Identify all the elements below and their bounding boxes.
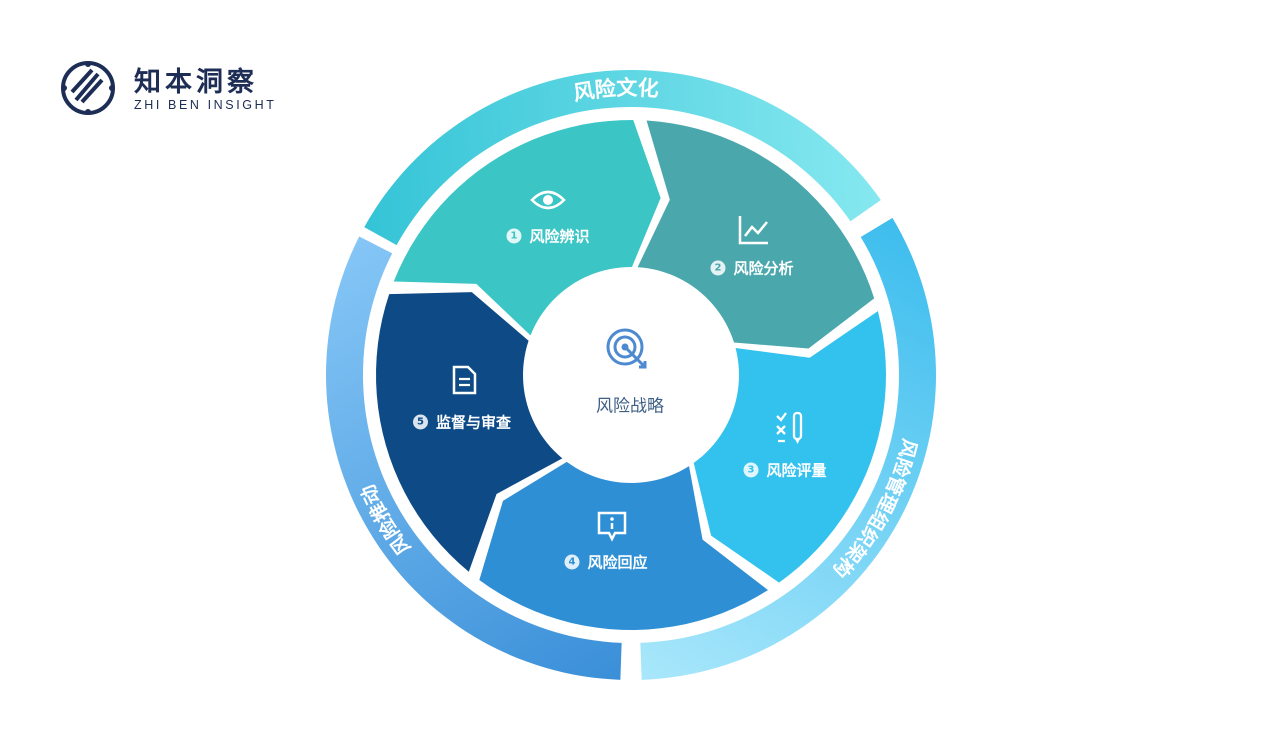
step-label: 风险分析 — [733, 259, 794, 278]
outer-ring-segment — [364, 69, 881, 246]
step-segment-2[interactable] — [637, 120, 875, 349]
step-number: 3 — [743, 462, 759, 478]
step-number: 1 — [506, 228, 522, 244]
step-3[interactable]: 3 风险评量 — [743, 460, 827, 481]
target-arrow-icon — [606, 328, 647, 369]
checklist-icon — [776, 411, 803, 444]
document-icon — [452, 365, 477, 395]
logo-mark-icon — [61, 61, 115, 115]
logo-name-cn: 知本洞察 — [134, 67, 258, 98]
step-label: 风险回应 — [587, 553, 648, 572]
step-label: 风险评量 — [766, 461, 827, 480]
step-2[interactable]: 2 风险分析 — [710, 258, 794, 279]
step-segment-5[interactable] — [376, 292, 563, 572]
outer-ring-segment — [640, 217, 936, 680]
step-segment-3[interactable] — [693, 311, 886, 583]
step-number: 5 — [412, 414, 428, 430]
center-circle — [525, 269, 737, 481]
step-number: 2 — [710, 260, 726, 276]
step-4[interactable]: 4 风险回应 — [564, 552, 648, 573]
step-label: 监督与审查 — [435, 413, 512, 432]
step-segment-1[interactable] — [393, 120, 661, 336]
eye-icon — [530, 190, 566, 210]
center-label: 风险战略 — [596, 396, 664, 417]
step-number: 4 — [564, 554, 580, 570]
logo: 知本洞察 ZHI BEN INSIGHT — [58, 58, 288, 120]
info-message-icon — [597, 511, 627, 542]
logo-name-en: ZHI BEN INSIGHT — [134, 98, 277, 112]
step-5[interactable]: 5 监督与审查 — [412, 412, 512, 433]
outer-ring-segment — [325, 236, 622, 680]
step-segment-4[interactable] — [479, 461, 769, 630]
step-label: 风险辨识 — [529, 227, 590, 246]
step-1[interactable]: 1 风险辨识 — [506, 226, 590, 247]
line-chart-icon — [738, 216, 768, 245]
